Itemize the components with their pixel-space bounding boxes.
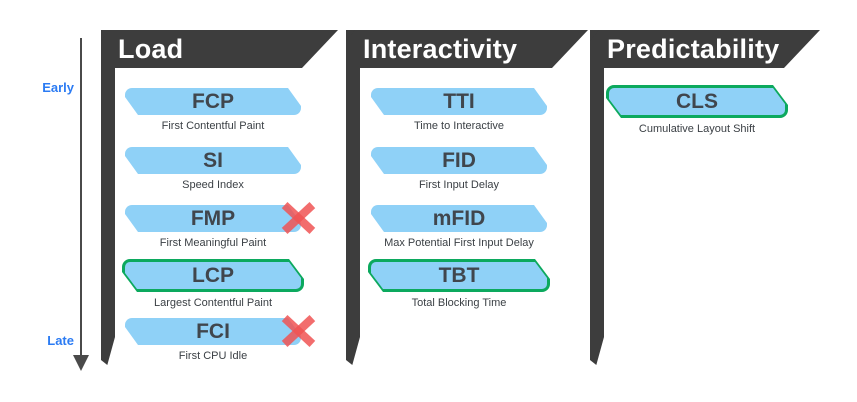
metric-full-name: First Meaningful Paint: [159, 237, 267, 249]
metric-full-name: Speed Index: [182, 179, 244, 191]
metric-abbr: FCP: [192, 90, 234, 113]
metric-fcp: FCP First Contentful Paint: [125, 88, 301, 132]
column-predictability-left-bar: [590, 30, 604, 365]
metric-full-name: First Input Delay: [418, 179, 500, 191]
metric-pill-highlighted: LCP: [122, 259, 304, 292]
metric-abbr: mFID: [432, 207, 486, 230]
column-load-left-bar: [101, 30, 115, 365]
column-interactivity-header: Interactivity: [346, 30, 588, 68]
column-interactivity-left-bar: [346, 30, 360, 365]
metric-pill: FCP: [125, 88, 301, 115]
column-title: Load: [118, 34, 184, 64]
deprecated-x-icon: [281, 315, 316, 347]
timeline-arrow-down-icon: [73, 355, 89, 371]
metric-pill: mFID: [371, 205, 547, 232]
metric-abbr: SI: [203, 149, 223, 172]
metric-pill: FCI: [125, 318, 301, 345]
metric-pill-highlighted: TBT: [368, 259, 550, 292]
column-title: Interactivity: [363, 34, 518, 64]
metric-pill: FMP: [125, 205, 301, 232]
metric-abbr: LCP: [192, 264, 234, 287]
metric-fmp: FMP First Meaningful Paint: [125, 202, 316, 249]
metric-abbr: TTI: [443, 90, 475, 113]
metric-mfid: mFID Max Potential First Input Delay: [371, 205, 547, 249]
metric-pill: SI: [125, 147, 301, 174]
metric-si: SI Speed Index: [125, 147, 301, 191]
timeline-axis-line: [80, 38, 82, 356]
metric-abbr: CLS: [676, 90, 718, 113]
metric-full-name: Total Blocking Time: [411, 297, 507, 309]
column-predictability-header: Predictability: [590, 30, 820, 68]
column-load-header: Load: [101, 30, 338, 68]
timeline-label-early: Early: [42, 80, 74, 95]
metric-lcp: LCP Largest Contentful Paint: [125, 259, 301, 309]
metric-fid: FID First Input Delay: [371, 147, 547, 191]
timeline-label-late: Late: [47, 333, 74, 348]
metric-pill-highlighted: CLS: [606, 85, 788, 118]
metric-pill: FID: [371, 147, 547, 174]
metric-abbr: FID: [442, 149, 476, 172]
metric-full-name: Cumulative Layout Shift: [638, 123, 756, 135]
metric-abbr: TBT: [438, 264, 480, 287]
metric-full-name: Largest Contentful Paint: [153, 297, 273, 309]
metric-cls: CLS Cumulative Layout Shift: [609, 85, 785, 135]
metric-abbr: FCI: [196, 320, 230, 343]
column-title: Predictability: [607, 34, 780, 64]
metric-full-name: Time to Interactive: [413, 120, 505, 132]
metric-full-name: First CPU Idle: [178, 350, 248, 362]
metric-tti: TTI Time to Interactive: [371, 88, 547, 132]
metric-full-name: Max Potential First Input Delay: [384, 237, 534, 249]
metric-pill: TTI: [371, 88, 547, 115]
metric-full-name: First Contentful Paint: [161, 120, 265, 132]
deprecated-x-icon: [281, 202, 316, 234]
metric-fci: FCI First CPU Idle: [125, 315, 316, 362]
metric-abbr: FMP: [190, 207, 236, 230]
metric-tbt: TBT Total Blocking Time: [371, 259, 547, 309]
